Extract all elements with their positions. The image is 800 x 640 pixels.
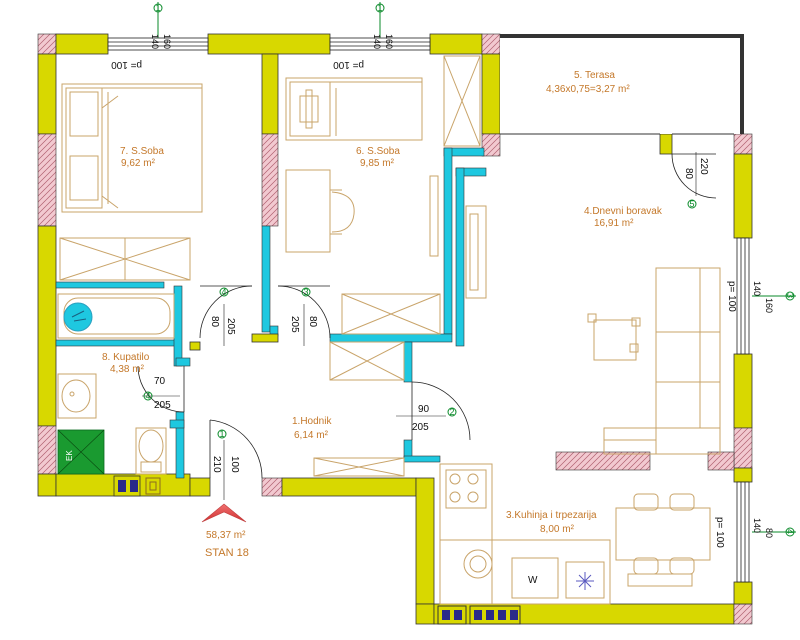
door-height: 205 [154, 400, 171, 411]
window-marker-label: 1 [156, 3, 161, 13]
bed-room-6 [285, 77, 423, 141]
tv-unit-living [465, 205, 487, 299]
window-marker-label: 3 [785, 293, 795, 298]
door-marker: 4 [146, 391, 151, 401]
living-area: 16,91 m² [594, 218, 634, 229]
door-width: 70 [154, 376, 166, 387]
window-marker-label: 4 [785, 529, 795, 534]
sink-bathroom [57, 373, 97, 419]
door-height: 210 [211, 456, 222, 473]
window-height: 160 [162, 34, 172, 49]
desk-room-6 [285, 169, 355, 253]
room-labels: 7. S.Soba 9,62 m² 6. S.Soba 9,85 m² 5. T… [102, 70, 663, 535]
wardrobe-hallway [313, 341, 405, 477]
window-sill: p= 100 [726, 281, 737, 312]
shower-bathroom: EK [57, 429, 105, 475]
door-bathroom: 70 205 4 [137, 365, 185, 413]
window-width: 140 [150, 34, 160, 49]
interior-walls [55, 53, 735, 479]
window-right-lower: 4 140 80 p= 100 [714, 481, 796, 583]
door-terrace: 80 220 5 [671, 152, 717, 209]
window-marker-label: 1 [378, 3, 383, 13]
door-height: 205 [225, 318, 236, 335]
hallway-area: 6,14 m² [294, 430, 329, 441]
window-top-middle: 1 140 160 p= 100 [329, 2, 431, 70]
window-width: 140 [752, 518, 762, 533]
wardrobe-room-7 [59, 237, 191, 281]
coffee-table-living [587, 313, 641, 361]
sofa-living [603, 267, 721, 455]
window-sill: p= 100 [111, 59, 142, 70]
window-sill: p= 100 [714, 517, 725, 548]
door-height: 205 [289, 316, 300, 333]
bed-room-7 [61, 83, 203, 213]
toilet-bathroom [135, 427, 167, 475]
room-7-area: 9,62 m² [121, 158, 156, 169]
door-room-6: 205 80 3 [277, 285, 331, 346]
door-room-7: 80 205 4 [199, 285, 253, 346]
room-7-name: 7. S.Soba [120, 146, 164, 157]
bathroom-name: 8. Kupatilo [102, 352, 150, 363]
terrace-name: 5. Terasa [574, 70, 615, 81]
bathroom-area: 4,38 m² [110, 364, 145, 375]
kitchen-counter: W [439, 463, 611, 605]
door-width: 100 [229, 456, 240, 473]
window-top-left: 1 140 160 p= 100 [107, 2, 209, 70]
kitchen-name: 3.Kuhinja i trpezarija [506, 510, 597, 521]
entrance-marker: 58,37 m² STAN 18 [201, 503, 249, 559]
door-height: 220 [698, 158, 709, 175]
door-marker: 3 [304, 287, 309, 297]
door-height: 205 [412, 422, 429, 433]
terrace-area: 4,36x0,75=3,27 m² [546, 84, 630, 95]
shower-label: EK [65, 450, 74, 461]
window-width: 140 [752, 281, 762, 296]
living-name: 4.Dnevni boravak [584, 206, 663, 217]
door-width: 80 [683, 168, 694, 180]
bathtub [57, 293, 175, 339]
apartment-name: STAN 18 [205, 547, 249, 559]
terrace-outline [500, 34, 744, 135]
door-entry: 210 100 1 [209, 419, 263, 500]
door-marker: 2 [450, 407, 455, 417]
wardrobe-room-6 [341, 293, 441, 335]
door-width: 80 [209, 316, 220, 328]
window-height: 160 [384, 34, 394, 49]
door-marker: 1 [220, 429, 225, 439]
hallway-name: 1.Hodnik [292, 416, 332, 427]
entrance-arrow-icon [201, 503, 247, 523]
room-6-area: 9,85 m² [360, 158, 395, 169]
door-width: 80 [307, 316, 318, 328]
room-6-name: 6. S.Soba [356, 146, 400, 157]
window-right-upper: 3 140 160 p= 100 [726, 237, 796, 355]
apartment-total-area: 58,37 m² [206, 530, 246, 541]
wardrobe-room-6-corner [443, 55, 481, 147]
door-marker: 5 [690, 199, 695, 209]
window-sill: p= 100 [333, 59, 364, 70]
kitchen-bottom-cabinets [437, 605, 521, 625]
door-living: 90 205 2 [396, 381, 471, 441]
bathroom-cabinets [113, 475, 161, 497]
shelf-room-6 [429, 175, 439, 257]
door-marker: 4 [222, 287, 227, 297]
window-width: 140 [372, 34, 382, 49]
kitchen-area: 8,00 m² [540, 524, 575, 535]
washer-label: W [528, 575, 538, 586]
dining-table [615, 493, 711, 587]
window-height: 160 [764, 298, 774, 313]
window-height: 80 [764, 528, 774, 538]
door-width: 90 [418, 404, 430, 415]
